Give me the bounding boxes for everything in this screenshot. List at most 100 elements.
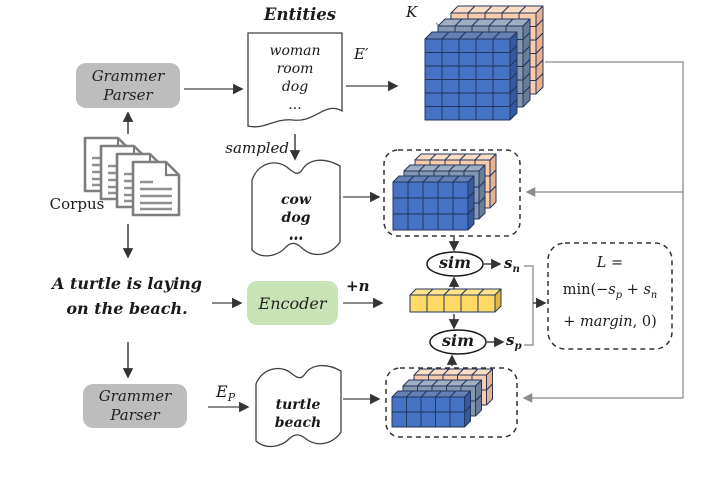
cube-face bbox=[475, 65, 494, 80]
negative-ellipsis: ... bbox=[288, 227, 304, 243]
cube-face bbox=[492, 38, 511, 53]
cube-face bbox=[452, 197, 469, 215]
cube-face bbox=[426, 294, 445, 313]
cube-face bbox=[475, 79, 494, 94]
cube-face bbox=[435, 396, 451, 413]
cube-face bbox=[458, 38, 477, 53]
plus-n-label: +n bbox=[346, 277, 370, 295]
cube-face bbox=[441, 106, 460, 121]
negative-entity-item: cow bbox=[281, 192, 311, 208]
parser-label-line2: Parser bbox=[110, 406, 160, 424]
cube-face bbox=[407, 197, 424, 215]
cube-face bbox=[477, 294, 496, 313]
positive-embeddings-dashed-box bbox=[385, 367, 518, 438]
cube-face bbox=[475, 52, 494, 67]
positive-entities-scroll-shape bbox=[255, 364, 342, 448]
cube-face bbox=[420, 411, 436, 428]
input-sentence: A turtle is laying on the beach. bbox=[28, 271, 226, 321]
cube-face bbox=[435, 411, 451, 428]
sentence-line2: on the beach. bbox=[66, 299, 188, 318]
cube-face bbox=[391, 396, 407, 413]
e-p-label: EP bbox=[216, 382, 236, 405]
cube-face bbox=[452, 181, 469, 199]
cube-face bbox=[452, 213, 469, 231]
cube-face bbox=[492, 92, 511, 107]
cube-face bbox=[441, 38, 460, 53]
cube-face bbox=[492, 79, 511, 94]
cube-face bbox=[424, 38, 443, 53]
sim-label-positive: sim bbox=[441, 331, 474, 350]
cube-face bbox=[392, 181, 409, 199]
cube-face bbox=[475, 92, 494, 107]
parser-label-line1: Grammer bbox=[98, 387, 172, 405]
cube-face bbox=[449, 396, 465, 413]
score-bracket bbox=[524, 265, 534, 346]
parser-label-line2: Parser bbox=[103, 85, 153, 104]
positive-entity-item: beach bbox=[274, 415, 322, 431]
e-prime-label: E′ bbox=[354, 45, 369, 63]
s-p-label: sp bbox=[506, 331, 522, 352]
negative-entity-item: dog bbox=[281, 210, 311, 226]
cube-face bbox=[407, 213, 424, 231]
cube-face bbox=[420, 396, 436, 413]
cube-face bbox=[406, 396, 422, 413]
cube-face bbox=[392, 213, 409, 231]
entities-page-shape bbox=[247, 32, 343, 128]
sentence-line1: A turtle is laying bbox=[52, 274, 202, 293]
entity-item: ... bbox=[288, 97, 302, 113]
negative-sample-tensor bbox=[392, 153, 497, 231]
loss-formula: L = min(−sp + sn + margin, 0) bbox=[550, 250, 670, 336]
cube-face bbox=[422, 197, 439, 215]
entity-item: room bbox=[276, 61, 314, 77]
cube-face bbox=[475, 38, 494, 53]
cube-face bbox=[458, 79, 477, 94]
cube-face bbox=[422, 213, 439, 231]
cube-face bbox=[458, 106, 477, 121]
sentence-embedding-vector bbox=[409, 288, 502, 313]
cube-face bbox=[475, 106, 494, 121]
grammar-parser-box-top: Grammer Parser bbox=[76, 63, 180, 108]
negative-entities-scroll-shape bbox=[251, 159, 341, 257]
cube-face bbox=[492, 65, 511, 80]
entity-item: dog bbox=[281, 79, 309, 95]
sim-ellipse-negative bbox=[426, 251, 484, 277]
negative-embeddings-dashed-box bbox=[383, 149, 521, 237]
loss-dashed-box bbox=[547, 242, 673, 350]
positive-entity-item: turtle bbox=[275, 397, 321, 413]
cube-face bbox=[460, 294, 479, 313]
feedback-line-to-positive-box bbox=[522, 61, 684, 403]
entity-item: woman bbox=[269, 43, 321, 59]
cube-face bbox=[406, 411, 422, 428]
corpus-label: Corpus bbox=[49, 195, 105, 213]
sampled-label: sampled bbox=[225, 139, 289, 157]
cube-face bbox=[391, 411, 407, 428]
cube-face bbox=[492, 106, 511, 121]
cube-face bbox=[424, 65, 443, 80]
entities-title: Entities bbox=[263, 5, 337, 24]
positive-entity-list: turtle beach bbox=[252, 396, 344, 432]
cube-face bbox=[392, 197, 409, 215]
k-label: K bbox=[406, 3, 418, 21]
sim-label-negative: sim bbox=[438, 253, 471, 272]
corpus-documents-icon bbox=[83, 136, 181, 217]
cube-face bbox=[458, 65, 477, 80]
document-icon bbox=[131, 160, 181, 217]
encoder-label: Encoder bbox=[258, 293, 327, 313]
loss-line-2: min(−sp + sn bbox=[562, 282, 658, 301]
cube-face bbox=[441, 65, 460, 80]
sim-ellipse-positive bbox=[429, 329, 487, 355]
s-n-label: sn bbox=[504, 254, 520, 275]
entity-list: woman room dog... bbox=[250, 42, 340, 114]
cube-face bbox=[422, 181, 439, 199]
loss-line-3: + margin, 0) bbox=[563, 313, 657, 330]
cube-face bbox=[424, 52, 443, 67]
cube-face bbox=[407, 181, 424, 199]
negative-entity-list: cow dog... bbox=[250, 191, 342, 245]
cube-face bbox=[437, 197, 454, 215]
cube-face bbox=[424, 92, 443, 107]
parser-label-line1: Grammer bbox=[91, 66, 165, 85]
positive-sample-tensor bbox=[391, 368, 493, 428]
loss-line-1: L = bbox=[596, 255, 624, 271]
grammar-parser-box-bottom: Grammer Parser bbox=[83, 384, 187, 428]
